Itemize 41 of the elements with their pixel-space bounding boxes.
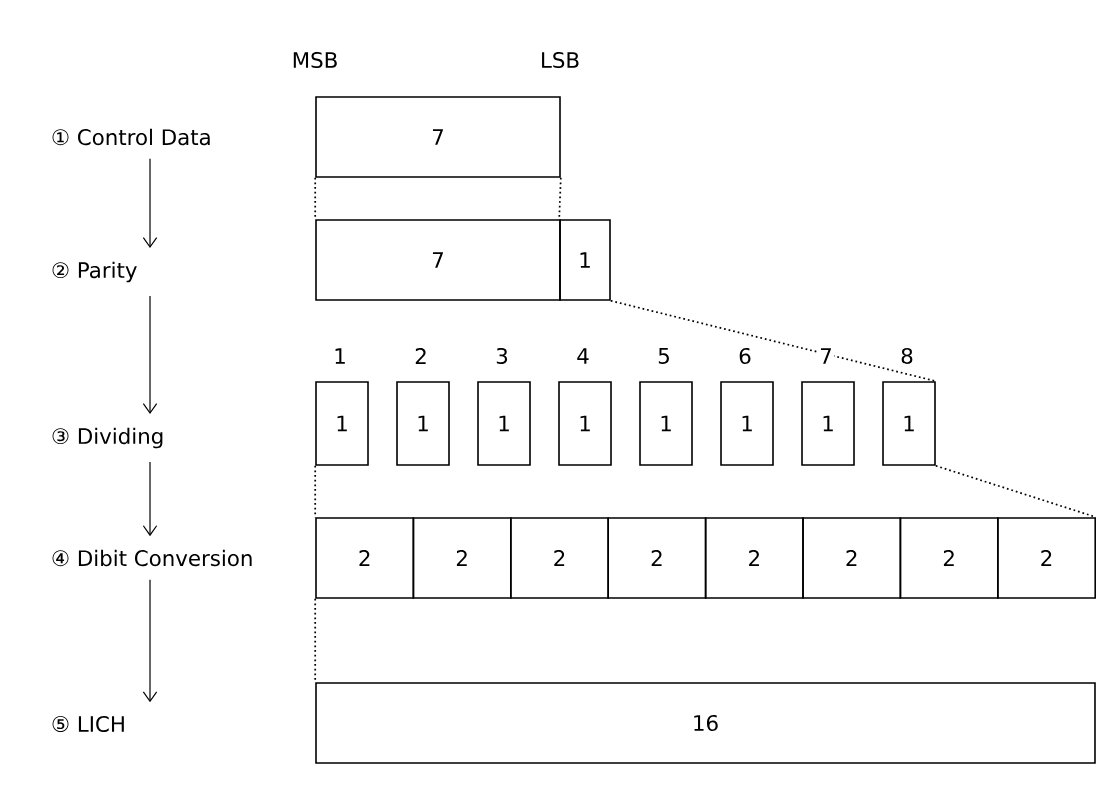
- arrow: [142, 158, 158, 249]
- bit-field-box: 1: [639, 381, 693, 466]
- bit-field-box: 2: [510, 517, 609, 599]
- bit-field-box: 1: [720, 381, 774, 466]
- guide-line: [934, 464, 1096, 519]
- bit-field-box: 2: [802, 517, 902, 599]
- step-label: ② Parity: [52, 261, 137, 283]
- bit-field-box: 1: [315, 381, 369, 466]
- guide-line: [609, 299, 937, 383]
- bit-number: 6: [736, 346, 754, 366]
- bit-field-box: 16: [315, 682, 1096, 764]
- bit-field-box: 1: [882, 381, 936, 466]
- bit-field-box: 1: [396, 381, 450, 466]
- bit-field-box: 2: [607, 517, 707, 599]
- arrow: [142, 295, 158, 415]
- bit-field-box: 2: [412, 517, 512, 599]
- step-label: ⑤ LICH: [52, 715, 124, 733]
- bit-number: 2: [412, 346, 430, 366]
- arrow: [142, 579, 158, 703]
- bit-number: 1: [331, 346, 349, 366]
- bit-number: 7: [817, 346, 835, 366]
- bit-number: 8: [898, 346, 916, 366]
- step-label: ④ Dibit Conversion: [52, 549, 252, 567]
- step-label: ① Control Data: [52, 128, 210, 146]
- step-label: ③ Dividing: [52, 427, 163, 449]
- bit-field-box: 2: [997, 517, 1096, 599]
- bit-number: 5: [655, 346, 673, 366]
- arrow: [142, 461, 158, 537]
- bit-field-box: 7: [315, 96, 561, 178]
- bit-field-box: 2: [704, 517, 804, 599]
- bit-number: 3: [493, 346, 511, 366]
- bit-field-box: 1: [477, 381, 531, 466]
- bit-field-box: 7: [315, 219, 561, 301]
- bit-number: 4: [574, 346, 592, 366]
- bit-field-box: 2: [899, 517, 999, 599]
- bit-field-box: 1: [801, 381, 855, 466]
- bit-field-box: 2: [315, 517, 415, 599]
- bit-field-box: 1: [558, 381, 612, 466]
- bit-label: LSB: [538, 50, 582, 70]
- bit-field-box: 1: [559, 219, 611, 301]
- bit-label: MSB: [290, 50, 340, 70]
